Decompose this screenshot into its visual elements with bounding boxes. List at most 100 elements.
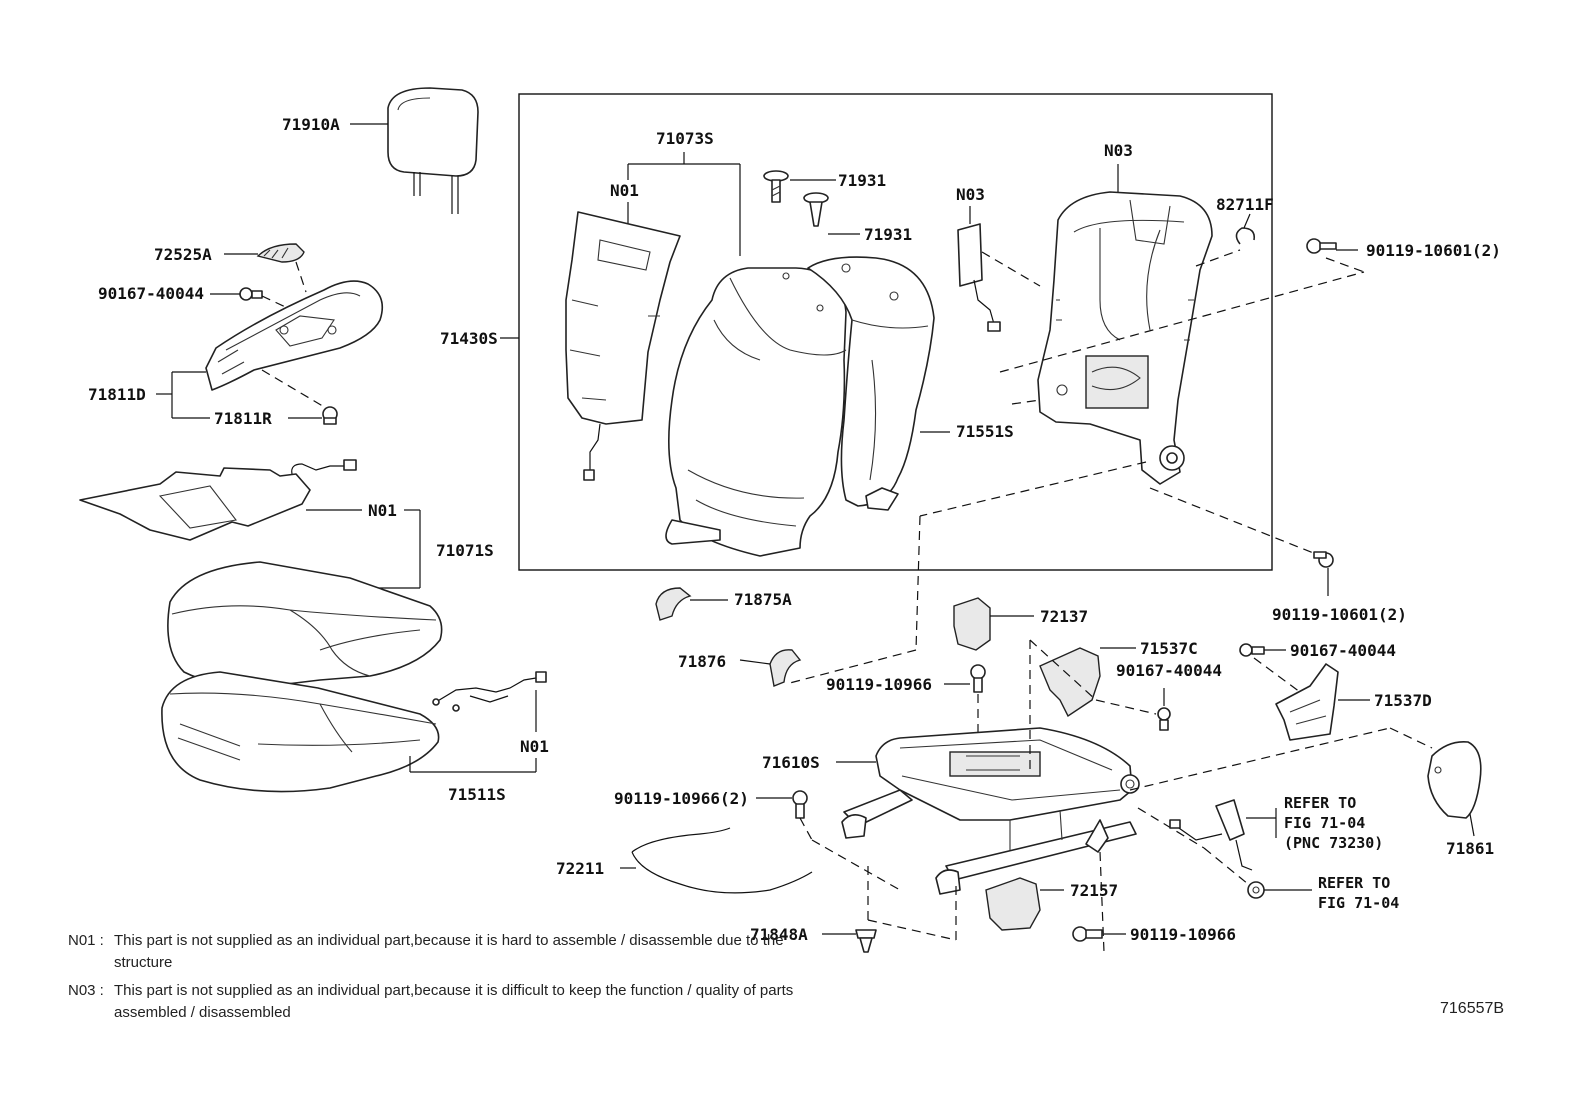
track-cover-71537C[interactable] — [1039, 647, 1101, 718]
gen-31 — [1243, 213, 1251, 229]
seatback-pad[interactable] — [807, 256, 935, 511]
recliner-side-cover[interactable] — [1427, 740, 1482, 819]
label-90167-40044-right: 90167-40044 — [1290, 641, 1396, 660]
seat-belt-buckle[interactable] — [1169, 799, 1253, 871]
bolt-90119-10601-bottom[interactable] — [1313, 551, 1334, 568]
hole-plug[interactable] — [855, 929, 877, 953]
label-71537C: 71537C — [1140, 639, 1198, 658]
gen-59 — [811, 839, 901, 891]
recliner-knob[interactable] — [256, 243, 305, 263]
note-text: This part is not supplied as an individu… — [114, 982, 794, 1021]
seatback-assembly-box — [518, 93, 1273, 571]
gen-66 — [799, 817, 813, 841]
shield-clip[interactable] — [322, 406, 338, 425]
note-text: This part is not supplied as an individu… — [114, 932, 784, 971]
bolt-90119-10966-2[interactable] — [792, 790, 808, 819]
screw-90167-40044-mid[interactable] — [1157, 707, 1171, 731]
wire-clip[interactable] — [1235, 227, 1256, 245]
seatback-frame[interactable] — [1037, 191, 1213, 485]
label-N03-a: N03 — [956, 185, 985, 204]
label-N01-back: N01 — [610, 181, 639, 200]
ref-belt-line1: REFER TO — [1284, 794, 1356, 812]
label-90119-10966-a: 90119-10966 — [826, 675, 932, 694]
label-72137: 72137 — [1040, 607, 1088, 626]
label-90167-40044-left: 90167-40044 — [98, 284, 204, 303]
gen-32 — [1195, 249, 1241, 267]
ref-belt-line3: (PNC 73230) — [1284, 834, 1383, 852]
label-71071S: 71071S — [436, 541, 494, 560]
screw-90167-40044-left[interactable] — [239, 287, 263, 301]
seatback-cover[interactable] — [665, 267, 847, 557]
gen-56 — [1389, 727, 1433, 749]
figure-id: 716557B — [1440, 1000, 1505, 1017]
note-code: N01 : — [68, 932, 104, 949]
headrest[interactable] — [387, 87, 479, 214]
label-90119-10601-2-top: 90119-10601(2) — [1366, 241, 1501, 260]
gen-10 — [261, 369, 327, 409]
label-71848A: 71848A — [750, 925, 808, 944]
cushion-pad[interactable] — [161, 671, 440, 793]
bolt-90119-10966-a[interactable] — [970, 664, 986, 693]
recliner-cover-outer[interactable] — [769, 649, 802, 687]
ref-bolt-line1: REFER TO — [1318, 874, 1390, 892]
track-cover-72157[interactable] — [985, 877, 1041, 931]
gen-40 — [915, 515, 921, 651]
gen-43 — [739, 659, 771, 665]
note-code: N03 : — [68, 982, 104, 999]
gen-34 — [1011, 399, 1041, 405]
label-71876: 71876 — [678, 652, 726, 671]
clip-71931-a[interactable] — [763, 170, 789, 203]
gen-33 — [999, 271, 1365, 373]
gen-52 — [1253, 657, 1301, 693]
cushion-wire[interactable] — [631, 827, 813, 894]
gen-63 — [1099, 851, 1105, 953]
label-82711F: 82711F — [1216, 195, 1274, 214]
ref-bolt-line2: FIG 71-04 — [1318, 894, 1399, 912]
buckle-bolt[interactable] — [1247, 881, 1265, 899]
gen-41 — [785, 649, 917, 685]
screw-90167-40044-right[interactable] — [1239, 643, 1265, 657]
label-71910A: 71910A — [282, 115, 340, 134]
track-cover-72137[interactable] — [953, 597, 991, 651]
label-71861: 71861 — [1446, 839, 1494, 858]
gen-2 — [295, 261, 307, 293]
label-71610S: 71610S — [762, 753, 820, 772]
label-N03-b: N03 — [1104, 141, 1133, 160]
clip-71931-b[interactable] — [803, 192, 829, 227]
label-N01-cushion-pad: N01 — [368, 501, 397, 520]
label-71073S: 71073S — [656, 129, 714, 148]
note-N03: N03 : This part is not supplied as an in… — [68, 980, 828, 1024]
recliner-cover-inner[interactable] — [655, 587, 692, 621]
seat-track-adjuster[interactable] — [841, 727, 1140, 895]
cushion-heater-harness[interactable] — [432, 671, 547, 712]
cushion-cover[interactable] — [167, 561, 443, 688]
gen-61 — [867, 919, 957, 941]
label-90119-10966-b: 90119-10966 — [1130, 925, 1236, 944]
label-90119-10601-2-bottom: 90119-10601(2) — [1272, 605, 1407, 624]
label-71875A: 71875A — [734, 590, 792, 609]
note-N01: N01 : This part is not supplied as an in… — [68, 930, 828, 974]
gen-35 — [1149, 487, 1327, 559]
bolt-90119-10966-b[interactable] — [1072, 926, 1103, 942]
ref-belt-line2: FIG 71-04 — [1284, 814, 1365, 832]
label-71931-a: 71931 — [838, 171, 886, 190]
gen-39 — [919, 461, 1147, 517]
label-72157: 72157 — [1070, 881, 1118, 900]
cushion-heater-pad[interactable] — [79, 459, 357, 541]
gen-37 — [1325, 257, 1365, 273]
gen-50 — [1095, 699, 1157, 715]
label-71811R: 71811R — [214, 409, 272, 428]
label-71551S: 71551S — [956, 422, 1014, 441]
bolt-90119-10601-top[interactable] — [1306, 238, 1337, 254]
side-shield[interactable] — [205, 280, 384, 391]
gen-74 — [1469, 813, 1475, 837]
seatback-heater-pad[interactable] — [565, 211, 681, 481]
label-71811D: 71811D — [88, 385, 146, 404]
label-72211: 72211 — [556, 859, 604, 878]
gen-58 — [1203, 847, 1249, 885]
track-cover-71537D[interactable] — [1275, 663, 1339, 741]
notes-section: N01 : This part is not supplied as an in… — [68, 930, 828, 1030]
label-90167-40044-mid: 90167-40044 — [1116, 661, 1222, 680]
side-airbag-module[interactable] — [957, 223, 1001, 332]
